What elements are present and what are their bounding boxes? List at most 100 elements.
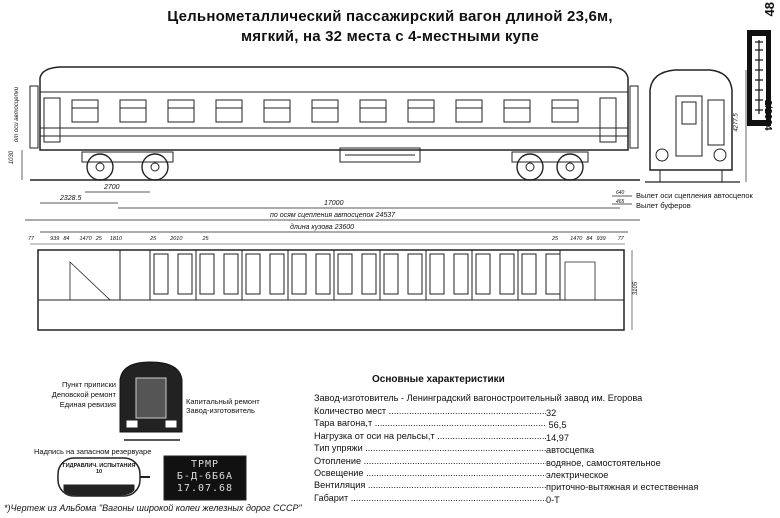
wheel: [516, 153, 544, 181]
characteristic-label: Количество мест: [314, 406, 546, 416]
plan-dim: 1810: [109, 236, 123, 242]
dim-body-length: длина кузова 23600: [290, 224, 355, 231]
plan-dim: 25: [150, 236, 157, 242]
dim-coupler-length: по осям сцепления автосцепок 24537: [270, 212, 396, 219]
characteristics-maker: Завод-изготовитель - Ленинградский вагон…: [314, 393, 643, 403]
window: [359, 99, 387, 123]
characteristic-label: Габарит: [314, 493, 546, 503]
window: [263, 99, 291, 123]
characteristic-value: приточно-вытяжная и естественная: [546, 482, 699, 493]
characteristic-value: 56,5: [546, 420, 567, 431]
note-buffers: Вылет буферов: [636, 201, 691, 210]
plan-dim: 77: [28, 236, 35, 242]
window: [215, 99, 243, 123]
berth: [499, 253, 515, 295]
note-coupler-axis: Вылет оси сцепления автосцепок: [636, 191, 753, 200]
plate-line: 17.07.68: [176, 483, 234, 494]
window: [407, 99, 435, 123]
plan-dim: 939: [596, 236, 606, 242]
end-view: [645, 69, 747, 183]
wheel: [556, 153, 584, 181]
plan-dim: 25: [552, 236, 559, 242]
plate-line: Б-Д-6Б6А: [176, 471, 234, 482]
reservoir-caption: Надпись на запасном резервуаре: [34, 447, 152, 456]
dim-height-axle: 1030: [9, 150, 16, 165]
window: [119, 99, 147, 123]
footnote: *)Чертеж из Альбома "Вагоны широкой коле…: [4, 503, 302, 513]
label-depot-repair: Деповской ремонт: [51, 390, 116, 399]
berth: [383, 253, 399, 295]
dim-buffer-overhang: 465: [616, 199, 625, 205]
wheel: [86, 153, 114, 181]
characteristic-row: Количество мест32: [314, 406, 754, 418]
title-line-1: Цельнометаллический пассажирский вагон д…: [167, 8, 613, 25]
plan-view: [30, 243, 633, 331]
berth: [545, 253, 561, 295]
characteristics-title: Основные характеристики: [372, 374, 505, 385]
berth: [337, 253, 353, 295]
characteristic-label: Освещение: [314, 468, 546, 478]
dim-end-to-bogie: 2328.5: [60, 195, 82, 202]
characteristic-row: Нагрузка от оси на рельсы,т14,97: [314, 431, 754, 443]
window: [71, 99, 99, 123]
dim-bogie-base: 2700: [104, 184, 120, 191]
tank-text-line: 10: [95, 469, 103, 475]
characteristic-value: электрическое: [546, 470, 609, 480]
berth: [475, 253, 491, 295]
characteristic-row: Габарит0-Т: [314, 493, 754, 505]
plan-dim: 84: [63, 236, 70, 242]
plan-dim: 1470: [570, 236, 583, 242]
berth: [315, 253, 331, 295]
plan-dim: 2010: [170, 236, 183, 242]
magazine-logo: [747, 30, 771, 126]
characteristic-row: Отоплениеводяное, самостоятельное: [314, 456, 754, 468]
berth: [199, 253, 215, 295]
tank-text: ГИДРАВЛИЧ. ИСПЫТАНИЯ 10: [62, 463, 136, 475]
side-dimensions: [21, 150, 640, 233]
window: [503, 99, 531, 123]
plan-dim: 939: [50, 236, 60, 242]
berth: [223, 253, 239, 295]
characteristic-row: Тара вагона,т 56,5: [314, 418, 754, 430]
dim-plan-width: 3105: [633, 281, 640, 296]
window: [455, 99, 483, 123]
tank-text-line: ГИДРАВЛИЧ. ИСПЫТАНИЯ: [62, 463, 136, 469]
characteristic-row: Освещениеэлектрическое: [314, 468, 754, 480]
wheel: [141, 153, 169, 181]
berth: [453, 253, 469, 295]
bogie-frame: [81, 151, 174, 163]
berth: [177, 253, 193, 295]
berth: [429, 253, 445, 295]
reservoir-tank: [57, 457, 150, 497]
label-home-point: Пункт приписки: [61, 380, 116, 389]
side-view: [29, 66, 640, 181]
bogie-frame: [511, 151, 589, 163]
plan-dim: 1470: [79, 236, 92, 242]
dim-end-height: 4277.5: [733, 113, 740, 132]
characteristic-label: Вентиляция: [314, 480, 546, 490]
plan-dim: 25: [95, 236, 102, 242]
label-revision: Единая ревизия: [59, 400, 116, 409]
issue-number: 2/2004: [762, 100, 773, 131]
window: [311, 99, 339, 123]
characteristic-value: 32: [546, 408, 557, 418]
title-line-2: мягкий, на 32 места с 4-местными купе: [240, 28, 540, 45]
dim-bogie-centers: 17000: [324, 200, 344, 207]
window: [167, 99, 195, 123]
label-capital-repair: Капитальный ремонт: [186, 397, 260, 406]
characteristic-value: 14,97: [546, 432, 569, 443]
plate-text: ТРМР Б-Д-6Б6А 17.07.68: [164, 459, 246, 495]
berth: [521, 253, 537, 295]
characteristic-row: Тип упряжиавтосцепка: [314, 443, 754, 455]
berth: [153, 253, 169, 295]
plan-dim: 84: [586, 236, 593, 242]
characteristic-row: Вентиляцияприточно-вытяжная и естественн…: [314, 480, 754, 492]
characteristic-value: автосцепка: [546, 445, 595, 456]
window: [551, 99, 579, 123]
characteristic-label: Нагрузка от оси на рельсы,т: [314, 431, 546, 441]
car-end-illustration: [119, 361, 183, 441]
plan-dim: 77: [617, 236, 624, 242]
berth: [407, 253, 423, 295]
